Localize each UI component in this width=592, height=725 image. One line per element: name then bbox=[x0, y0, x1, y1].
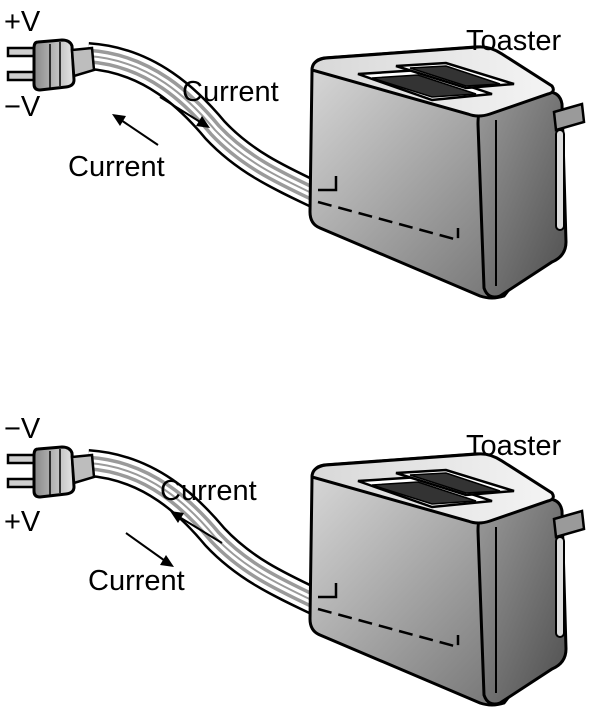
current-arrow-incoming-2 bbox=[170, 511, 223, 544]
plug-top-voltage-label-2: −V bbox=[4, 413, 41, 445]
toaster-illustration-1 bbox=[308, 45, 586, 300]
current-arrow-return-1 bbox=[112, 114, 159, 146]
plug-bottom-voltage-label-2: +V bbox=[4, 506, 41, 538]
plug-2 bbox=[6, 445, 96, 499]
current-label-lower-2: Current bbox=[88, 565, 185, 597]
toaster-illustration-2 bbox=[308, 452, 586, 707]
current-arrow-outgoing-1 bbox=[159, 96, 210, 128]
toaster-label-1: Toaster bbox=[466, 25, 561, 57]
current-label-upper-1: Current bbox=[182, 76, 279, 108]
current-label-upper-2: Current bbox=[160, 475, 257, 507]
toaster-label-2: Toaster bbox=[466, 430, 561, 462]
plug-bottom-voltage-label-1: −V bbox=[4, 91, 41, 123]
current-label-lower-1: Current bbox=[68, 151, 165, 183]
panel-1: Toaster +V −V Current Current bbox=[4, 6, 586, 300]
current-arrow-outgoing-2 bbox=[125, 532, 174, 567]
plug-top-voltage-label-1: +V bbox=[4, 6, 41, 38]
panel-2: Toaster −V +V Current Current bbox=[4, 413, 586, 707]
plug-1 bbox=[6, 38, 96, 92]
